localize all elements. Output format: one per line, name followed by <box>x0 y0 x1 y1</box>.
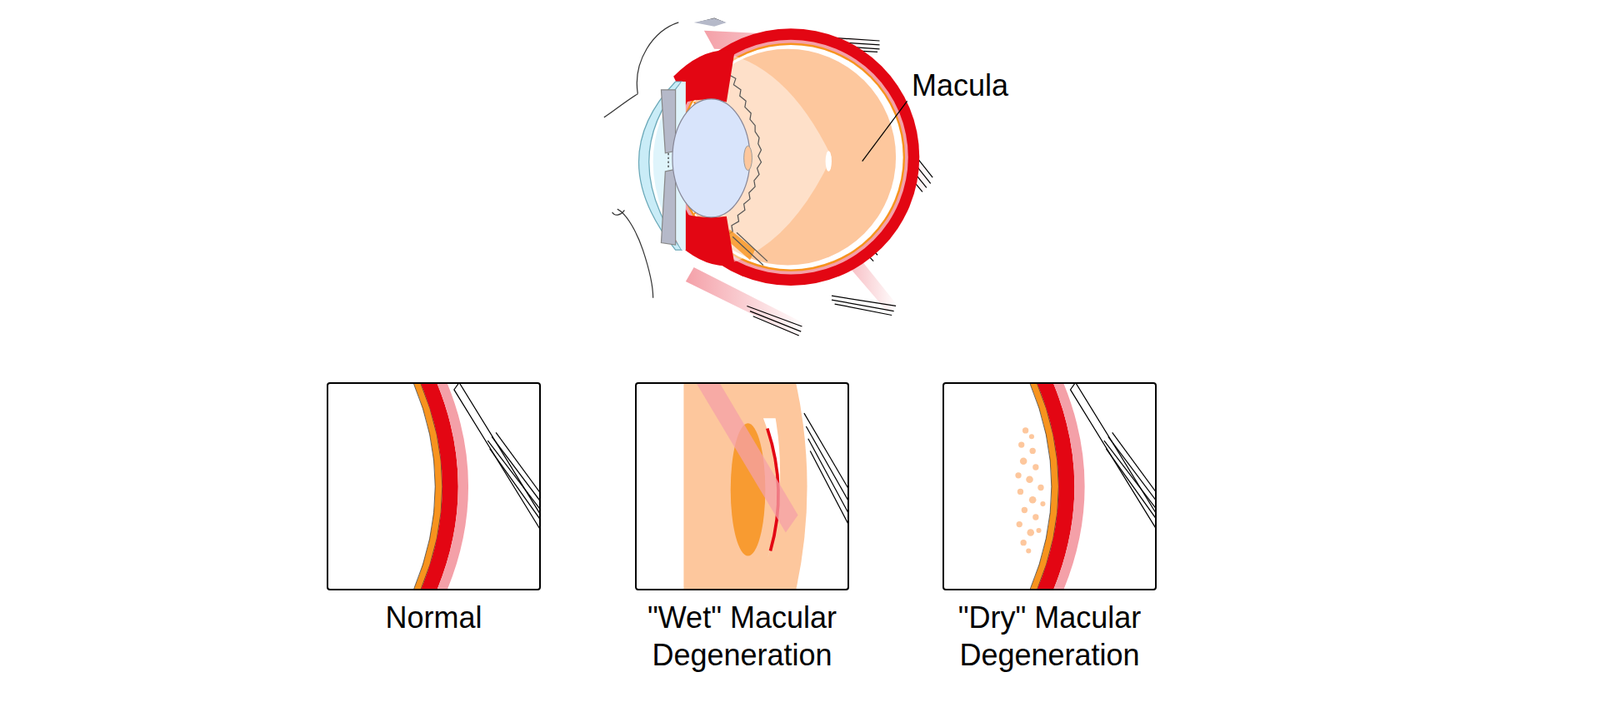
panel-frame <box>635 382 850 591</box>
panel-frame <box>326 382 541 591</box>
panel-box: "Dry" Macular Degeneration <box>942 382 1157 675</box>
panel-caption: Normal <box>309 599 560 637</box>
leader-line <box>862 100 908 161</box>
panel-caption: "Dry" Macular Degeneration <box>925 599 1175 675</box>
part-label: Macula <box>911 67 1009 105</box>
wet-retina <box>683 384 848 590</box>
panel-box: Normal <box>326 382 541 637</box>
dry-retina <box>1015 384 1156 590</box>
panel-caption: "Wet" Macular Degeneration <box>617 599 868 675</box>
normal-retina <box>413 384 540 590</box>
eyeball <box>604 18 920 299</box>
panel-frame <box>942 382 1157 591</box>
panel-box: "Wet" Macular Degeneration <box>635 382 850 675</box>
